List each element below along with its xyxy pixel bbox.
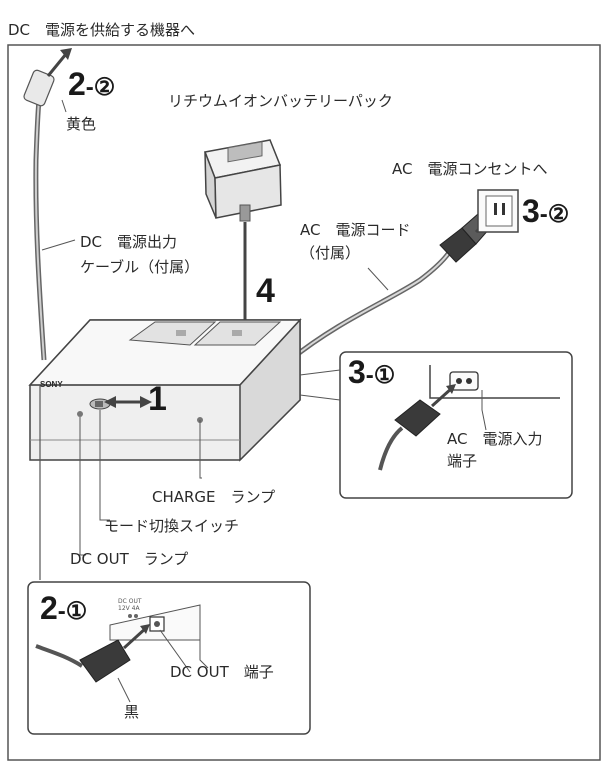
step-3-2: 3-② <box>522 193 569 230</box>
label-yellow: 黄色 <box>66 115 96 133</box>
label-charge-lamp: CHARGE ランプ <box>152 488 275 506</box>
label-dcout-lamp: DC OUT ランプ <box>70 550 188 568</box>
step-2-1-num: 2 <box>40 590 58 626</box>
label-dc-cable-1: DC 電源出力 <box>80 233 177 251</box>
label-ac-input-2: 端子 <box>447 452 477 470</box>
step-2-2-num: 2 <box>68 66 86 102</box>
step-1: 1 <box>148 380 167 419</box>
label-black: 黒 <box>124 703 139 721</box>
panel-text-2: 12V 4A <box>118 605 140 612</box>
panel-text-1: DC OUT <box>118 598 142 605</box>
step-3-1-num: 3 <box>348 354 366 390</box>
step-3-1-sub: -① <box>366 362 396 389</box>
step-2-2: 2-② <box>68 66 115 103</box>
step-2-2-sub: -② <box>86 74 116 101</box>
arrow-to-device <box>48 54 66 76</box>
label-ac-input-1: AC 電源入力 <box>447 430 542 448</box>
step-2-1-sub: -① <box>58 598 88 625</box>
wall-outlet <box>478 190 518 232</box>
step-3-1: 3-① <box>348 354 395 391</box>
step-3-2-sub: -② <box>540 201 570 228</box>
label-battery-pack: リチウムイオンバッテリーパック <box>168 92 393 110</box>
brand-logo-text: SONY <box>40 380 63 389</box>
battery-pack-illustration <box>205 140 281 221</box>
label-ac-to-outlet: AC 電源コンセントへ <box>392 160 547 178</box>
label-ac-cord-2: （付属） <box>300 244 360 262</box>
label-ac-cord-1: AC 電源コード <box>300 221 410 239</box>
step-3-2-num: 3 <box>522 193 540 229</box>
step-4: 4 <box>256 272 275 311</box>
label-dc-to-device: DC 電源を供給する機器へ <box>8 21 195 39</box>
step-2-1: 2-① <box>40 590 87 627</box>
label-dc-cable-2: ケーブル（付属） <box>80 258 199 276</box>
label-mode-switch: モード切換スイッチ <box>104 517 239 535</box>
label-dcout-terminal: DC OUT 端子 <box>170 663 274 681</box>
